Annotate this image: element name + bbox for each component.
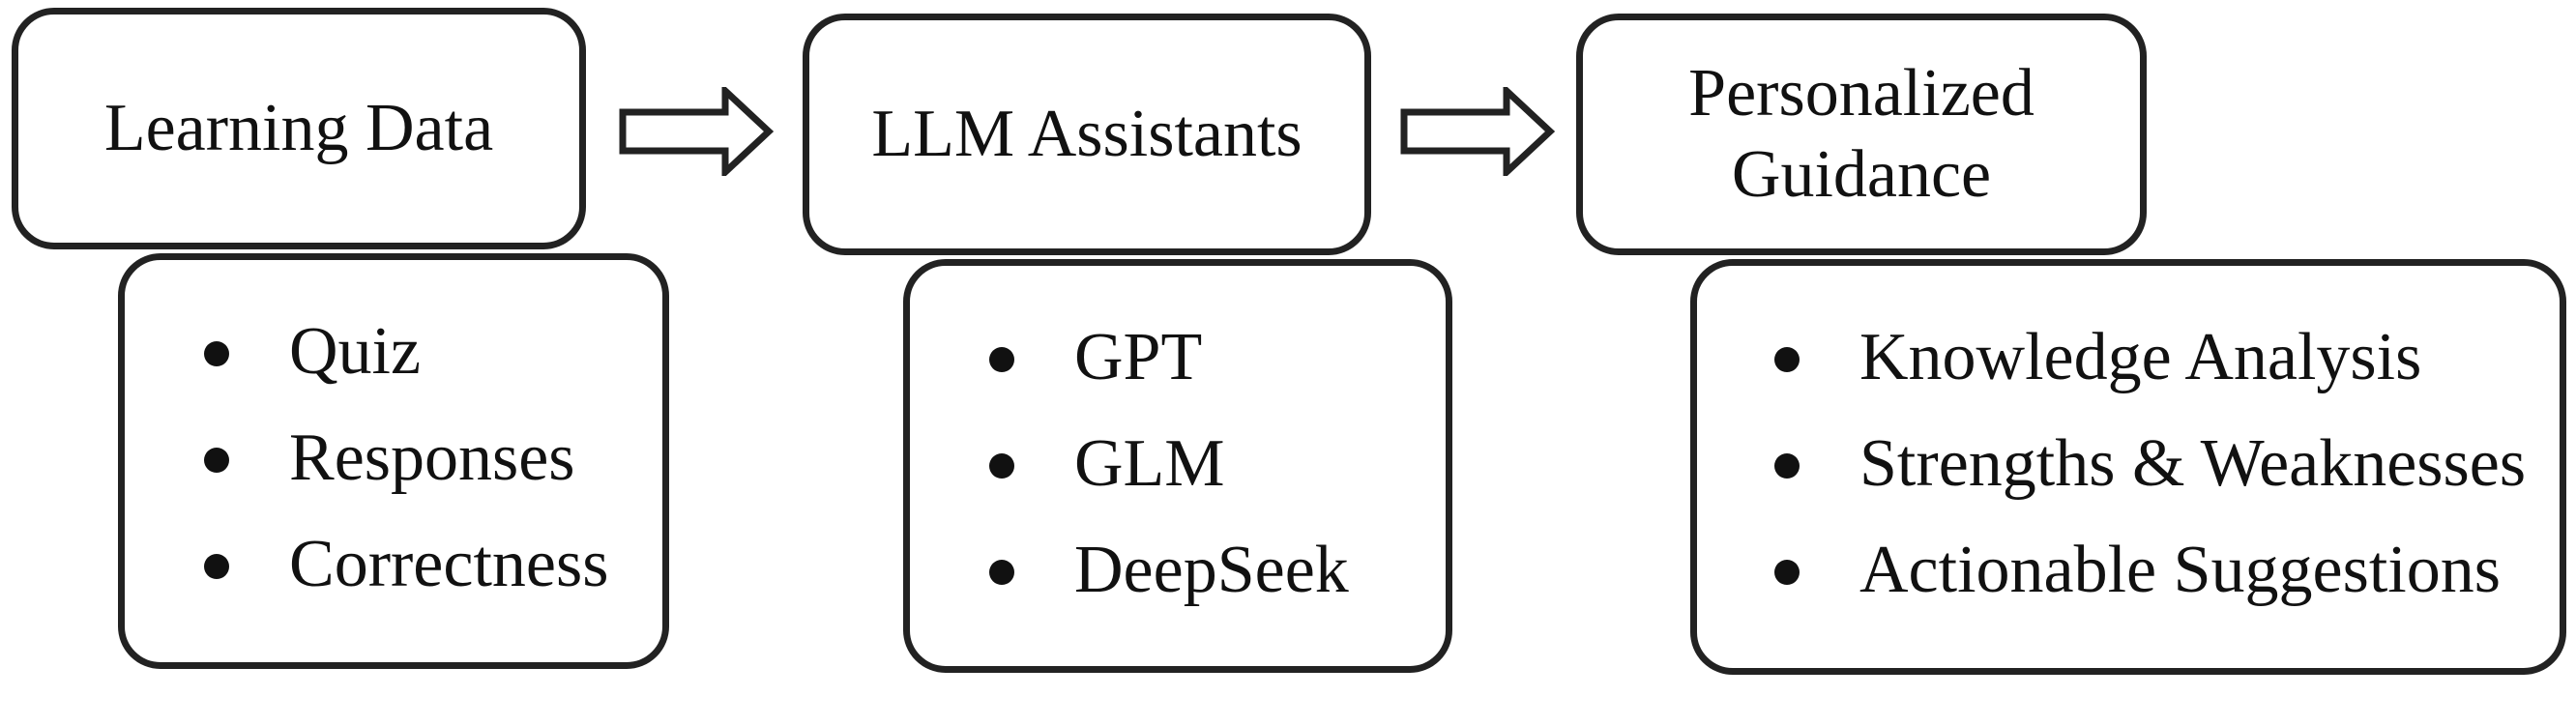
list-item-glm: GLM [989,411,1349,517]
bullet-icon [989,347,1014,372]
personalized-guidance-box: Personalized Guidance [1576,14,2147,255]
bullet-icon [989,560,1014,585]
bullet-icon [204,448,229,473]
list-item-quiz: Quiz [204,299,608,405]
right-arrow-icon [619,87,774,176]
bullet-icon [204,341,229,366]
personalized-guidance-title: Personalized Guidance [1688,53,2034,216]
learning-data-list: Quiz Responses Correctness [204,299,608,618]
list-item-actionable-suggestions: Actionable Suggestions [1774,517,2526,624]
list-item-strengths-weaknesses: Strengths & Weaknesses [1774,411,2526,517]
llm-assistants-list: GPT GLM DeepSeek [989,305,1349,624]
bullet-icon [989,453,1014,479]
list-item-gpt: GPT [989,305,1349,411]
list-item-knowledge-analysis: Knowledge Analysis [1774,305,2526,411]
bullet-icon [204,554,229,579]
learning-data-list-box: Quiz Responses Correctness [118,253,669,669]
learning-data-box: Learning Data [12,8,586,249]
title-line-1: Personalized [1688,56,2034,131]
bullet-icon [1774,347,1800,372]
personalized-guidance-list: Knowledge Analysis Strengths & Weaknesse… [1774,305,2526,624]
list-item-deepseek: DeepSeek [989,517,1349,624]
llm-assistants-list-box: GPT GLM DeepSeek [903,259,1452,673]
llm-assistants-box: LLM Assistants [803,14,1371,255]
learning-data-title: Learning Data [103,91,494,165]
personalized-guidance-list-box: Knowledge Analysis Strengths & Weaknesse… [1690,259,2566,675]
right-arrow-icon [1400,87,1555,176]
list-item-correctness: Correctness [204,511,608,618]
bullet-icon [1774,560,1800,585]
list-item-responses: Responses [204,405,608,511]
bullet-icon [1774,453,1800,479]
llm-assistants-title: LLM Assistants [871,97,1303,171]
title-line-2: Guidance [1731,137,1992,212]
